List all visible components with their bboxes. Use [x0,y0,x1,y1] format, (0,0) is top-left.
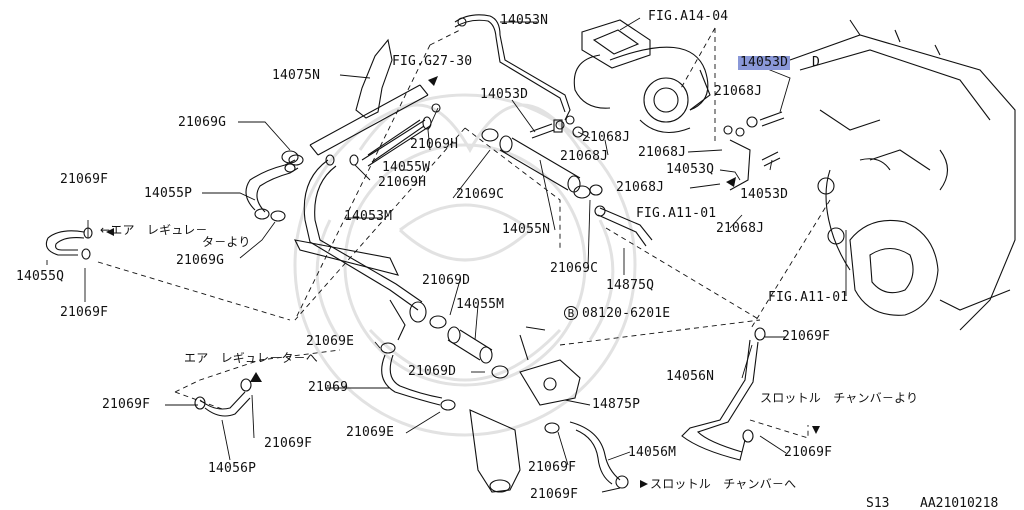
hose-14056N [681,327,766,461]
housing-14875P [469,334,581,493]
part-label-21069G: 21069G [176,253,225,268]
part-label-14053D: 14053D [740,187,789,202]
part-label-21069H: 21069H [410,137,459,152]
part-label-14875Q: 14875Q [606,278,655,293]
part-label-14056N: 14056N [666,369,715,384]
note-from-air-regulator: ←エア レギュレ－ [100,223,208,237]
part-label-21069H: 21069H [378,175,427,190]
figure-ref-A11-01[interactable]: FIG.A11-01 [636,206,717,221]
figure-ref-A14-04[interactable]: FIG.A14-04 [648,9,729,24]
part-label-14053Q: 14053Q [666,162,715,177]
part-label-21069F: 21069F [264,436,313,451]
note-to-air-regulator: エア レギュレ－タ－へ [184,351,318,365]
note-to-throttle-chamber: スロットル チャンバ－へ [650,477,797,491]
bracket-14075N [309,38,432,167]
bolt-part-number: B 08120-6201E [564,306,670,321]
part-label-14053M: 14053M [344,209,393,224]
figure-ref-A11-01[interactable]: FIG.A11-01 [768,290,849,305]
bolt-label: 08120-6201E [582,306,671,321]
pipe-14053M [294,159,427,341]
hose-clamps [284,103,603,196]
part-label-21068J: 21068J [638,145,687,160]
part-label-14055W: 14055W [382,160,431,175]
footer-section: S13 [866,496,890,510]
part-label-21069E: 21069E [346,425,395,440]
hose-14055W [367,119,425,163]
direction-arrows [106,76,820,488]
part-label-14055P: 14055P [144,186,193,201]
part-label-21069F: 21069F [530,487,579,502]
part-label-14055M: 14055M [456,297,505,312]
part-label-21068J: 21068J [560,149,609,164]
bolt-ref-badge: B [564,306,578,320]
part-label-14075N: 14075N [272,68,321,83]
hose-14055Q [45,227,93,260]
watermark-emblem [293,93,637,437]
hose-14055M [429,315,509,379]
part-label-21068J: 21068J [582,130,631,145]
part-label-21069: 21069 [308,380,349,395]
pipe-14053N [454,14,575,125]
turbocharger [573,19,711,134]
part-label-14056P: 14056P [208,461,257,476]
part-label-21069F: 21069F [528,460,577,475]
part-label-suffix: D [812,55,821,70]
footer-diagram-code: AA21010218 [920,496,999,510]
part-label-14053N: 14053N [500,13,549,28]
part-label-14055N: 14055N [502,222,551,237]
bolts-and-washers [529,111,785,191]
part-label-21069D: 21069D [408,364,457,379]
pipe-14875Q [594,205,653,247]
figure-ref-G27-30[interactable]: FIG.G27-30 [392,54,473,69]
part-label-21069C: 21069C [456,187,505,202]
part-label-14056M: 14056M [628,445,677,460]
part-label-14053D: 14053D [480,87,529,102]
note-from-air-regulator-line2: タ－より [202,235,251,249]
part-label-21069G: 21069G [178,115,227,130]
engine-block [789,19,1016,331]
hose-14056M [544,421,629,489]
note-from-throttle-chamber: スロットル チャンバ－より [760,391,919,405]
part-label-21069F: 21069F [102,397,151,412]
part-label-21068J: 21068J [714,84,763,99]
hose-21069 [380,342,456,411]
part-label-21069D: 21069D [422,273,471,288]
part-label-14055Q: 14055Q [16,269,65,284]
hose-14055N [481,128,591,199]
part-label-14053D-highlighted[interactable]: 14053D [738,55,791,70]
part-label-21069F: 21069F [60,305,109,320]
hose-14056P [194,378,252,417]
part-label-21069F: 21069F [60,172,109,187]
hose-14055P [245,150,299,222]
dashed-guides [97,27,831,439]
part-label-21069C: 21069C [550,261,599,276]
part-label-14875P: 14875P [592,397,641,412]
part-label-21068J: 21068J [716,221,765,236]
part-label-21068J: 21068J [616,180,665,195]
part-label-21069E: 21069E [306,334,355,349]
part-label-21069F: 21069F [782,329,831,344]
part-label-21069F: 21069F [784,445,833,460]
